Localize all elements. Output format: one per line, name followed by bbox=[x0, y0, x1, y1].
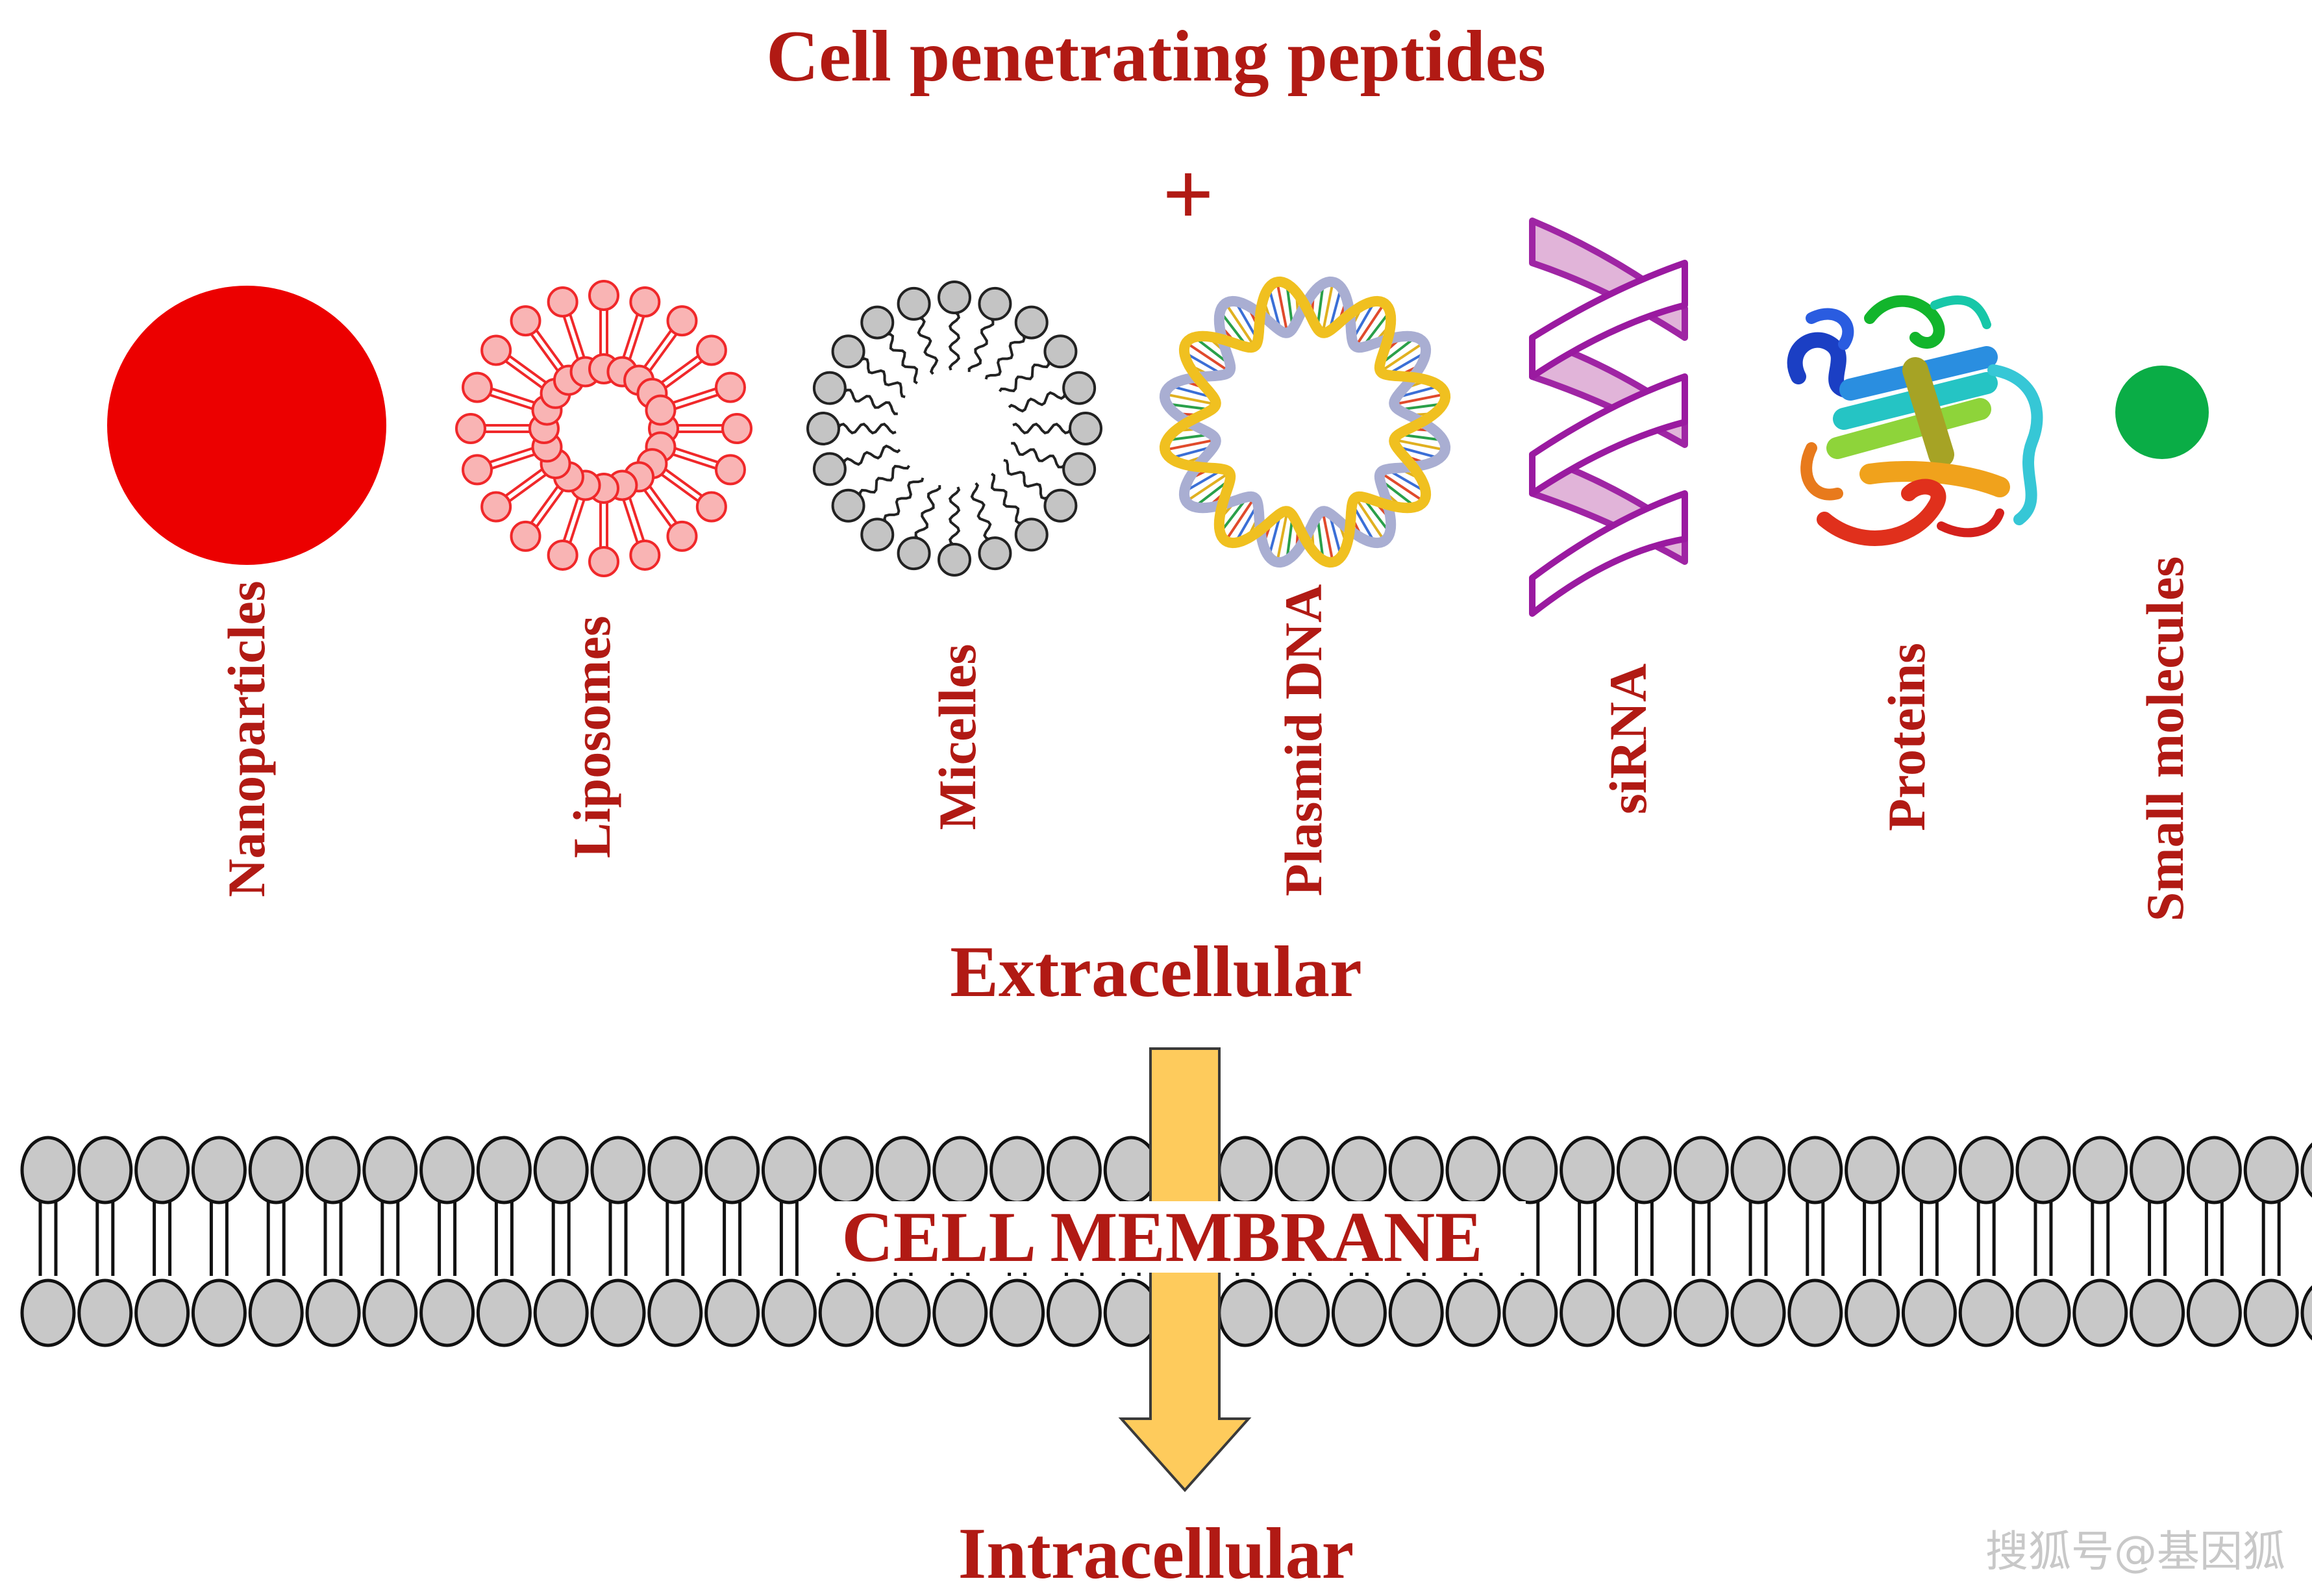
label-plasmid-dna: Plasmid DNA bbox=[1274, 584, 1333, 897]
label-small-molecules: Small molecules bbox=[2135, 556, 2194, 922]
watermark-text: 搜狐号@基因狐 bbox=[1985, 1527, 2285, 1577]
label-liposomes: Liposomes bbox=[562, 616, 621, 858]
extracellular-label: Extracellular bbox=[950, 932, 1362, 1012]
diagram-title: Cell penetrating peptides bbox=[766, 16, 1546, 97]
label-proteins: Proteins bbox=[1877, 642, 1936, 832]
small-molecule-icon bbox=[2115, 366, 2209, 459]
micelle-icon bbox=[806, 281, 1102, 577]
label-micelles: Micelles bbox=[928, 643, 987, 830]
nanoparticle-icon bbox=[107, 286, 386, 565]
plasmid-dna-icon bbox=[1159, 276, 1451, 568]
protein-icon bbox=[1787, 295, 2043, 546]
intracellular-label: Intracellular bbox=[958, 1514, 1354, 1594]
plus-sign: + bbox=[1162, 144, 1214, 245]
membrane-label: CELL MEMBRANE bbox=[799, 1201, 1526, 1273]
sirna-icon bbox=[1529, 218, 1688, 617]
label-sirna: siRNA bbox=[1598, 663, 1658, 815]
label-nanoparticles: Nanoparticles bbox=[217, 580, 276, 897]
liposome-icon bbox=[455, 280, 752, 577]
